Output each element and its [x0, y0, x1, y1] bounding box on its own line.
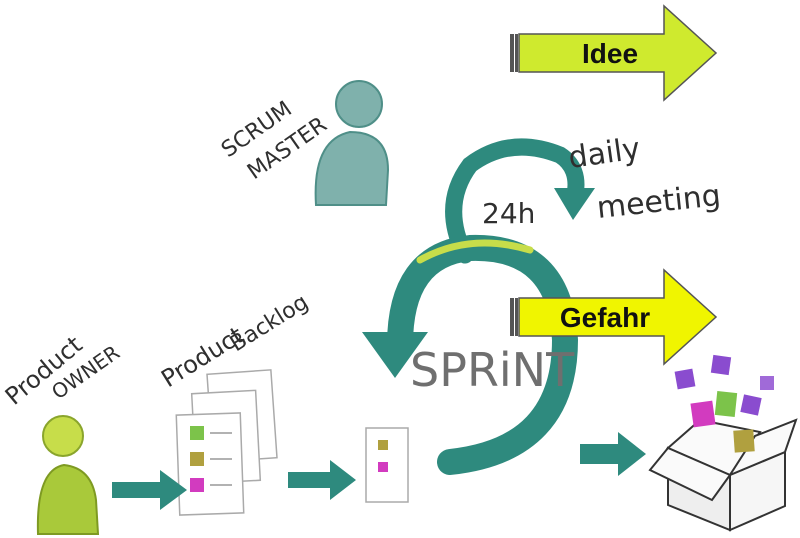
sprint-loop — [362, 234, 579, 475]
product-backlog-documents — [175, 369, 278, 516]
scrum-master-figure — [314, 80, 390, 206]
sprint-backlog-card — [365, 427, 409, 503]
idee-callout — [510, 4, 718, 102]
idee-label: Idee — [582, 38, 638, 69]
flow-arrow-sprint-to-increment — [580, 432, 646, 476]
gefahr-label: Gefahr — [560, 302, 650, 333]
product-backlog-label-2: Backlog — [226, 290, 313, 357]
product-owner-figure — [36, 415, 100, 535]
daily-label: daily — [566, 131, 642, 176]
flow-arrow-backlog-to-sprint — [288, 460, 356, 500]
product-increment-box — [648, 354, 798, 532]
gefahr-callout — [510, 268, 718, 366]
flow-arrow-owner-to-backlog — [112, 470, 187, 510]
cycle-label: 24h — [482, 197, 535, 230]
meeting-label: meeting — [595, 178, 722, 226]
sprint-label: SPRiNT — [410, 343, 575, 397]
daily-meeting-loop — [445, 138, 595, 264]
